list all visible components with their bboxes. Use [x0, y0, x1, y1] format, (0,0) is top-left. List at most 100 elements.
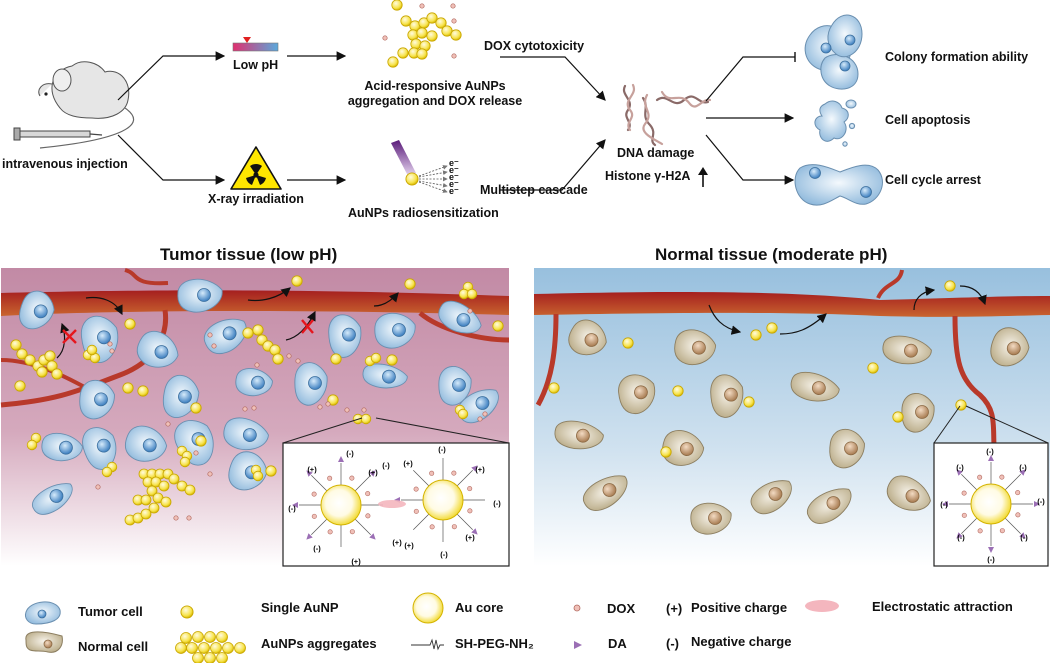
aunp — [148, 502, 160, 514]
aunp — [955, 399, 967, 411]
legend-da: DA — [608, 636, 627, 651]
normal-cell — [674, 329, 717, 366]
aunp — [140, 494, 152, 506]
tumor-cell — [177, 278, 223, 313]
charge-label: (+) — [307, 465, 317, 474]
dox-molecule — [467, 308, 473, 314]
legend-aggregate-icon — [175, 631, 246, 663]
aunp — [184, 484, 196, 496]
tumor-cell — [328, 314, 362, 358]
aunp — [146, 485, 158, 497]
aunp — [137, 385, 149, 397]
outcome-apoptosis-label: Cell apoptosis — [885, 113, 971, 127]
aunp — [160, 496, 172, 508]
aunp — [892, 411, 904, 423]
normal-cell — [710, 374, 744, 418]
aunp — [750, 329, 762, 341]
aunp — [370, 352, 382, 364]
charge-label: (+) — [465, 533, 475, 542]
charge-label: (-) — [987, 555, 995, 564]
charge-label: (-) — [313, 544, 321, 553]
aggregation-label-line1: Acid-responsive AuNPs — [364, 79, 506, 93]
aunp — [330, 353, 342, 365]
aunp — [86, 344, 98, 356]
aunp — [222, 642, 234, 654]
legend-sh-peg-icon — [411, 638, 444, 651]
inhibit-colony-line — [705, 56, 795, 102]
aunp — [190, 402, 202, 414]
xray-beam-aunp — [391, 140, 448, 193]
aunp — [36, 366, 48, 378]
aunp — [168, 473, 180, 485]
dna-damage-label: DNA damage — [617, 146, 695, 160]
blood-vessel — [534, 292, 1050, 317]
blood-vessel — [1, 290, 509, 316]
aunp — [210, 642, 222, 654]
dox-molecule — [207, 471, 213, 477]
normal-cells — [554, 319, 1030, 535]
aunp — [216, 652, 228, 663]
dox-molecule — [107, 341, 113, 347]
normal-cell — [882, 335, 932, 365]
legend-pos-symbol: (+) — [666, 601, 683, 616]
tumor-cell — [82, 427, 117, 470]
electron-label: e⁻ — [449, 179, 459, 189]
legend-au-core-icon — [412, 592, 444, 624]
dox-molecule — [344, 407, 350, 413]
charge-label: (+) — [392, 538, 402, 547]
arrow-to-low-ph — [117, 51, 226, 101]
charge-label: (-) — [986, 447, 994, 456]
dox-molecule — [242, 406, 248, 412]
aunp — [158, 480, 170, 492]
charge-label: (+) — [351, 557, 361, 566]
aunp — [944, 280, 956, 292]
normal-cell — [554, 420, 604, 450]
aunp — [272, 353, 284, 365]
aunp — [242, 327, 254, 339]
radiosensitization-label: AuNPs radiosensitization — [348, 206, 499, 220]
normal-cell — [568, 319, 607, 356]
dox-molecule — [482, 411, 488, 417]
injection-label: intravenous injection — [2, 157, 128, 171]
functionalized-aunp — [292, 456, 383, 547]
legend-au-core: Au core — [455, 600, 504, 615]
charge-label: (+) — [404, 541, 414, 550]
normal-cell — [583, 475, 628, 511]
normal-cell — [886, 475, 931, 511]
dividing-cell-icon — [794, 164, 883, 206]
normal-cell — [990, 327, 1030, 367]
dox-molecule — [251, 405, 257, 411]
outcome-colony-label: Colony formation ability — [885, 50, 1029, 64]
aunp — [265, 465, 277, 477]
charge-label: (-) — [493, 499, 501, 508]
normal-aunps — [548, 280, 967, 458]
outcome-cell-cycle-label: Cell cycle arrest — [885, 173, 981, 187]
aunp — [252, 470, 264, 482]
tumor-cell — [41, 432, 83, 462]
aunp — [204, 652, 216, 663]
aunp — [124, 318, 136, 330]
dox-molecule — [477, 416, 483, 422]
tumor-cell — [235, 368, 273, 397]
tumor-cells — [19, 278, 499, 515]
tumor-cell — [457, 389, 499, 424]
aunp — [360, 413, 372, 425]
dox-molecule — [317, 404, 323, 410]
legend-da-icon — [574, 641, 582, 649]
dox-molecule — [295, 358, 301, 364]
aunp — [195, 435, 207, 447]
histone-label: Histone γ-H2A — [605, 169, 691, 183]
electron-label: e⁻ — [449, 172, 459, 182]
aunp — [466, 288, 478, 300]
aunp — [10, 339, 22, 351]
tumor-cell — [124, 425, 168, 462]
dox-molecule — [211, 343, 217, 349]
aunp — [404, 278, 416, 290]
charge-label: (-) — [438, 445, 446, 454]
radiation-warning-icon — [230, 146, 282, 190]
dox-molecule — [193, 450, 199, 456]
aunp — [386, 354, 398, 366]
syringe-icon — [13, 127, 103, 141]
aunp — [51, 368, 63, 380]
